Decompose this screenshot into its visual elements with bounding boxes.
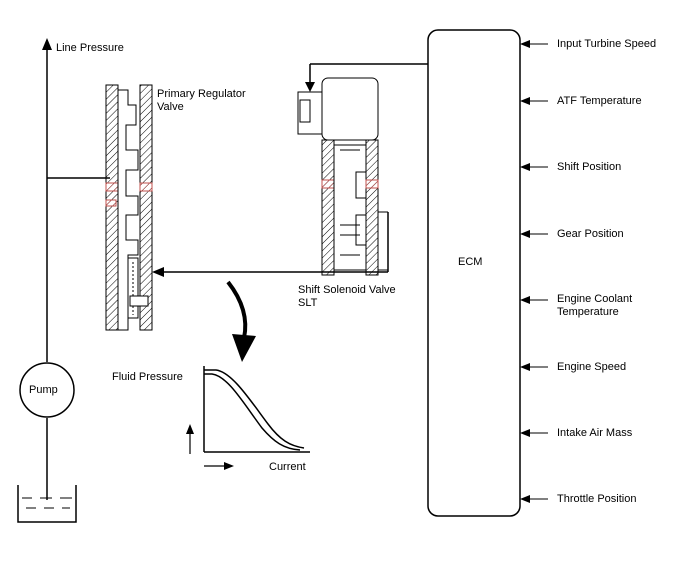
input-arrow-3 [520, 163, 548, 171]
pressure-current-graph [186, 366, 310, 470]
input-arrow-2 [520, 97, 548, 105]
solenoid-to-regulator-line [152, 212, 389, 277]
ecm-input-label: Intake Air Mass [557, 427, 633, 439]
ecm-input-label: Input Turbine Speed [557, 38, 657, 50]
ecm-input-label: Gear Position [557, 228, 624, 240]
input-arrow-1 [520, 40, 548, 48]
line-pressure-label: Line Pressure [56, 42, 124, 54]
line-pressure-pipe [42, 38, 110, 500]
curved-arrow [226, 280, 256, 362]
ecm-input-label: Engine Speed [557, 361, 627, 373]
oil-reservoir [17, 485, 77, 523]
ecm-to-solenoid-line [305, 63, 428, 92]
ecm-box [427, 29, 521, 517]
pump-label: Pump [29, 384, 58, 396]
ecm-input-label: Shift Position [557, 161, 622, 173]
shift-solenoid-valve-label-line-2: SLT [298, 297, 318, 309]
input-arrow-4 [520, 230, 548, 238]
input-arrow-7 [520, 429, 548, 437]
shift-solenoid-valve-label-line-1: Shift Solenoid Valve [298, 284, 396, 296]
pump [19, 362, 75, 418]
input-arrow-8 [520, 495, 548, 503]
input-arrow-6 [520, 363, 548, 371]
ecm-input-label: Throttle Position [557, 493, 637, 505]
primary-regulator-valve-label-line-2: Valve [157, 101, 184, 113]
ecm-input-label: Engine Coolant [557, 293, 633, 305]
input-arrow-5 [520, 296, 548, 304]
ecm-input-label-line-2: Temperature [557, 306, 619, 318]
ecm-label: ECM [458, 256, 483, 268]
primary-regulator-valve-label-line-1: Primary Regulator [157, 88, 246, 100]
fluid-pressure-label: Fluid Pressure [112, 371, 183, 383]
primary-regulator-valve [105, 84, 153, 331]
shift-solenoid-valve-slt [297, 77, 388, 276]
ecm-input-arrows [520, 40, 548, 503]
ecm-input-label: ATF Temperature [557, 95, 642, 107]
current-label: Current [269, 461, 306, 473]
